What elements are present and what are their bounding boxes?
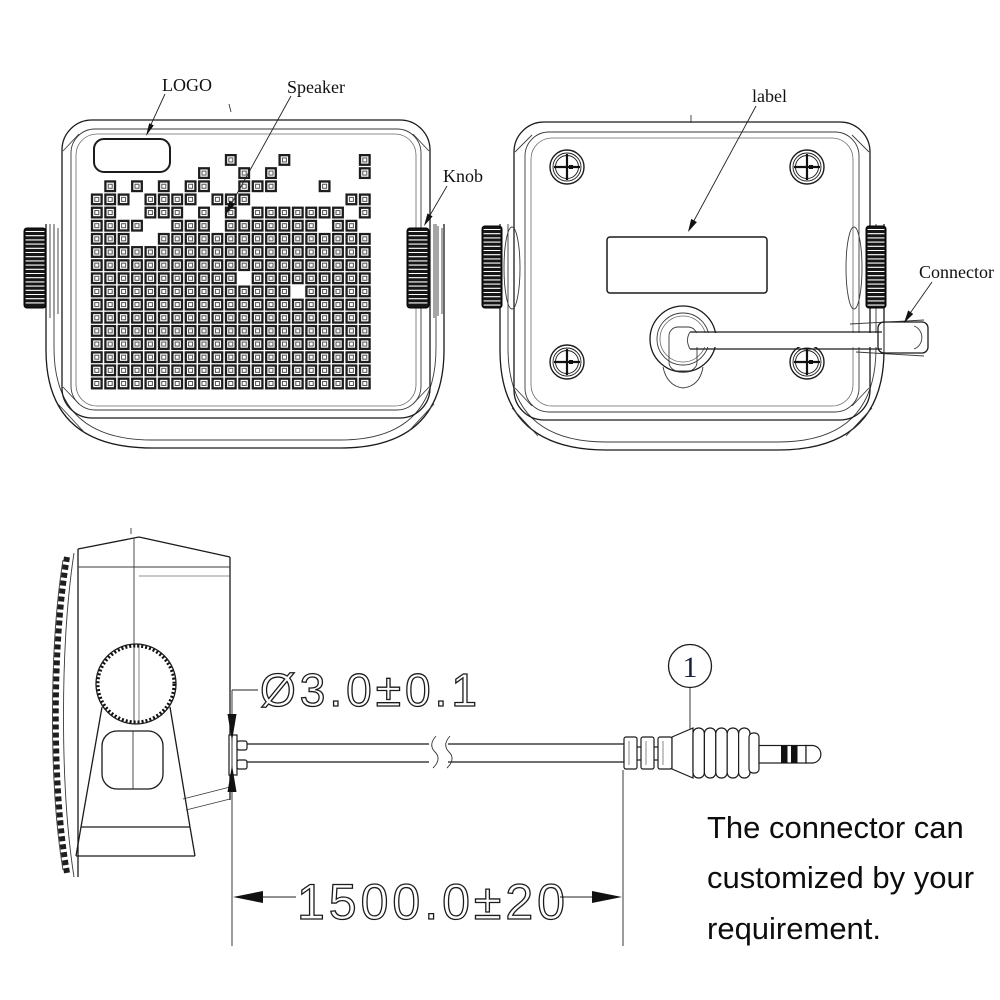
back-knob-left bbox=[481, 225, 503, 309]
callout-knob: Knob bbox=[424, 166, 483, 226]
back-bracket-inner bbox=[507, 224, 877, 443]
cable-assembly bbox=[247, 727, 822, 779]
back-bracket-outer bbox=[499, 224, 885, 451]
side-knob-knurl bbox=[96, 644, 176, 724]
plug-ring-2 bbox=[791, 745, 798, 763]
connector-label: Connector bbox=[919, 262, 994, 282]
speaker-label: Speaker bbox=[287, 77, 345, 97]
front-center-tick bbox=[228, 103, 232, 113]
plug-ring-1 bbox=[781, 745, 788, 763]
logo-window bbox=[93, 138, 171, 173]
side-view bbox=[52, 528, 248, 878]
screw-bottom-right bbox=[789, 344, 825, 380]
connector-end bbox=[849, 319, 929, 357]
balloon-number: 1 bbox=[683, 651, 698, 684]
side-knob-circle bbox=[95, 643, 177, 725]
audio-jack-connector bbox=[623, 727, 822, 779]
screw-top-left bbox=[549, 149, 585, 185]
note-line-2: customized by your bbox=[707, 860, 974, 895]
back-knob-right bbox=[865, 225, 887, 309]
front-bracket-inner bbox=[53, 224, 437, 441]
knob-label: Knob bbox=[443, 166, 483, 186]
side-front-knurl-band bbox=[52, 556, 70, 874]
note-line-1: The connector can bbox=[707, 810, 964, 845]
side-rear-wedge bbox=[182, 786, 231, 811]
callout-label: label bbox=[688, 86, 787, 232]
side-bracket bbox=[75, 706, 196, 857]
cable-diameter-text: Ø3.0±0.1 bbox=[260, 664, 481, 716]
front-knob-left bbox=[23, 227, 47, 309]
side-bracket-cutout bbox=[101, 730, 164, 790]
note: The connector can customized by your req… bbox=[707, 810, 974, 946]
side-front-arc-inner bbox=[63, 552, 75, 878]
cable-length-text: 1500.0±20 bbox=[297, 874, 569, 930]
back-body-seam2 bbox=[530, 137, 854, 407]
back-corner-bends bbox=[511, 134, 873, 437]
label-recess bbox=[606, 236, 768, 294]
note-line-3: requirement. bbox=[707, 911, 881, 946]
callout-speaker: Speaker bbox=[226, 77, 345, 214]
plug-tip bbox=[805, 744, 822, 764]
back-washer-right bbox=[845, 226, 863, 310]
back-view bbox=[481, 115, 929, 451]
dimension-cable-diameter: Ø3.0±0.1 bbox=[227, 663, 481, 946]
back-body-seam bbox=[524, 131, 860, 413]
callouts: LOGO Speaker Knob label Connector 1 bbox=[146, 75, 994, 729]
back-cable bbox=[687, 331, 882, 350]
speaker-grille bbox=[90, 153, 371, 390]
dimension-cable-length: 1500.0±20 bbox=[233, 770, 624, 946]
front-view bbox=[23, 103, 445, 449]
front-bracket-outer bbox=[45, 224, 445, 449]
front-corner-bends bbox=[57, 133, 435, 433]
callout-connector: Connector bbox=[904, 262, 994, 323]
front-bracket-arms bbox=[49, 224, 443, 318]
balloon-1: 1 bbox=[667, 643, 713, 729]
screw-bottom-left bbox=[549, 344, 585, 380]
callout-logo: LOGO bbox=[146, 75, 212, 136]
back-washer-left bbox=[503, 226, 521, 310]
logo-label: LOGO bbox=[162, 75, 212, 95]
front-knob-right bbox=[406, 227, 430, 309]
cable-break-symbol bbox=[431, 735, 453, 769]
cable bbox=[247, 743, 624, 763]
screw-top-right bbox=[789, 149, 825, 185]
label-label: label bbox=[752, 86, 787, 106]
side-front-arc-outer bbox=[52, 559, 64, 871]
front-body bbox=[61, 119, 431, 419]
